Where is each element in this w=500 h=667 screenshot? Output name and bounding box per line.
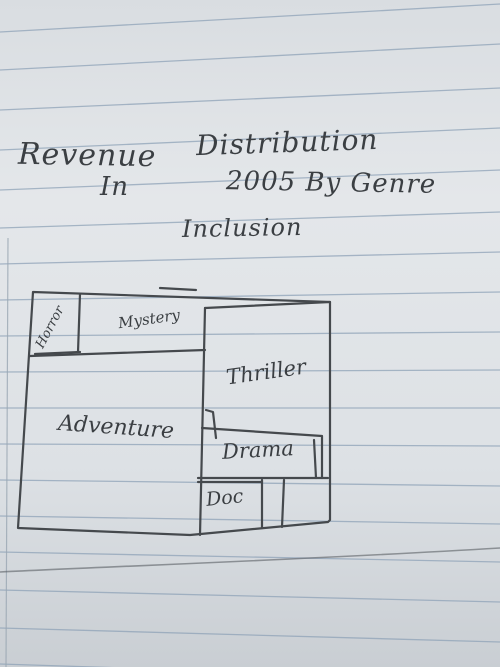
title-in: In [100,172,130,202]
title-distribution: Distribution [195,122,379,163]
block-label-drama: Drama [221,436,295,464]
title-revenue: Revenue [17,136,157,175]
title-inclusion: Inclusion [181,212,303,244]
title-year-genre: 2005 By Genre [225,166,437,200]
block-label-doc: Doc [204,485,245,511]
